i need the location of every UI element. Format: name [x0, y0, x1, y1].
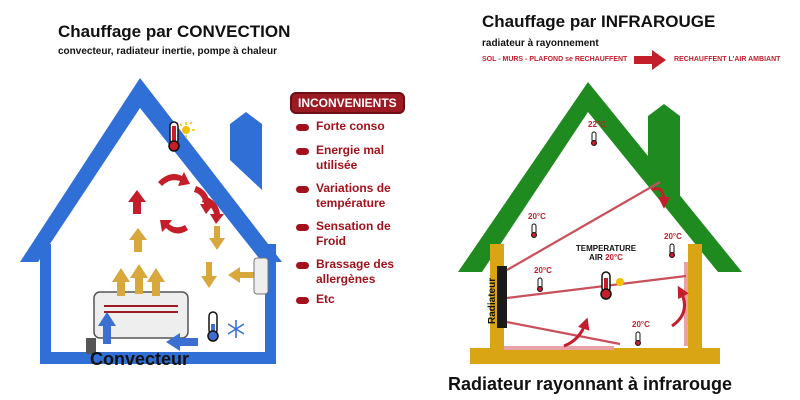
inconvenient-item: Etc [316, 292, 335, 306]
infrared-subtitle: radiateur à rayonnement [482, 38, 599, 49]
temp-label: 22°C [588, 120, 606, 129]
air-temp-value: 20°C [605, 253, 623, 262]
convection-subtitle: convecteur, radiateur inertie, pompe à c… [58, 46, 277, 57]
inconvenient-item: Brassage des [316, 257, 395, 271]
air-temperature-label: TEMPERATURE AIR 20°C [574, 244, 638, 262]
inconvenient-item: température [316, 196, 386, 210]
reflection-arrows [563, 187, 689, 348]
infrared-rays [506, 181, 687, 346]
air-label-line1: TEMPERATURE [575, 244, 637, 253]
convector-device [86, 291, 189, 354]
convection-title: Chauffage par CONVECTION [58, 22, 291, 41]
red-arrow-icon [634, 50, 666, 70]
infrared-radiator [497, 266, 507, 328]
temp-label: 20°C [534, 266, 552, 275]
inconvenients-badge: INCONVENIENTS [290, 92, 405, 114]
sun-icon [179, 121, 195, 138]
wall-heater [253, 257, 269, 295]
radiator-label: Radiateur [487, 277, 498, 324]
inconvenient-item: Sensation de [316, 219, 391, 233]
convector-label: Convecteur [90, 349, 190, 369]
inconvenient-item: utilisée [316, 158, 358, 172]
inconvenient-item: allergènes [316, 272, 376, 286]
flow-text-right: RECHAUFFENT L'AIR AMBIANT [674, 56, 781, 63]
inconvenient-item: Variations de [316, 181, 391, 195]
thermometer-icon-small [531, 131, 675, 346]
thermometer-icon [168, 121, 180, 152]
infrared-caption: Radiateur rayonnant à infrarouge [448, 374, 733, 394]
bullet-icon [296, 262, 309, 269]
convection-loop-arrows [128, 172, 224, 234]
air-thermometer-icon [600, 271, 624, 300]
infrared-title: Chauffage par INFRAROUGE [482, 12, 716, 31]
bullet-icon [296, 124, 309, 131]
temp-label: 20°C [528, 212, 546, 221]
bullet-icon [296, 224, 309, 231]
snowflake-icon [227, 320, 245, 338]
temp-label: 20°C [632, 320, 650, 329]
thermometer-cold-icon [207, 311, 219, 342]
inconvenient-item: Froid [316, 234, 346, 248]
cold-air-arrows [98, 312, 198, 351]
temp-label: 20°C [664, 232, 682, 241]
flow-text-left: SOL - MURS - PLAFOND se RECHAUFFENT [482, 56, 628, 63]
air-label-line2: AIR 20°C [574, 253, 638, 262]
inconvenient-item: Forte conso [316, 119, 385, 133]
bullet-icon [296, 148, 309, 155]
air-label-word: AIR [589, 253, 603, 262]
inconvenient-item: Energie mal [316, 143, 385, 157]
bullet-icon [296, 297, 309, 304]
warm-air-arrows [112, 226, 256, 296]
convection-house [20, 78, 282, 364]
bullet-icon [296, 186, 309, 193]
